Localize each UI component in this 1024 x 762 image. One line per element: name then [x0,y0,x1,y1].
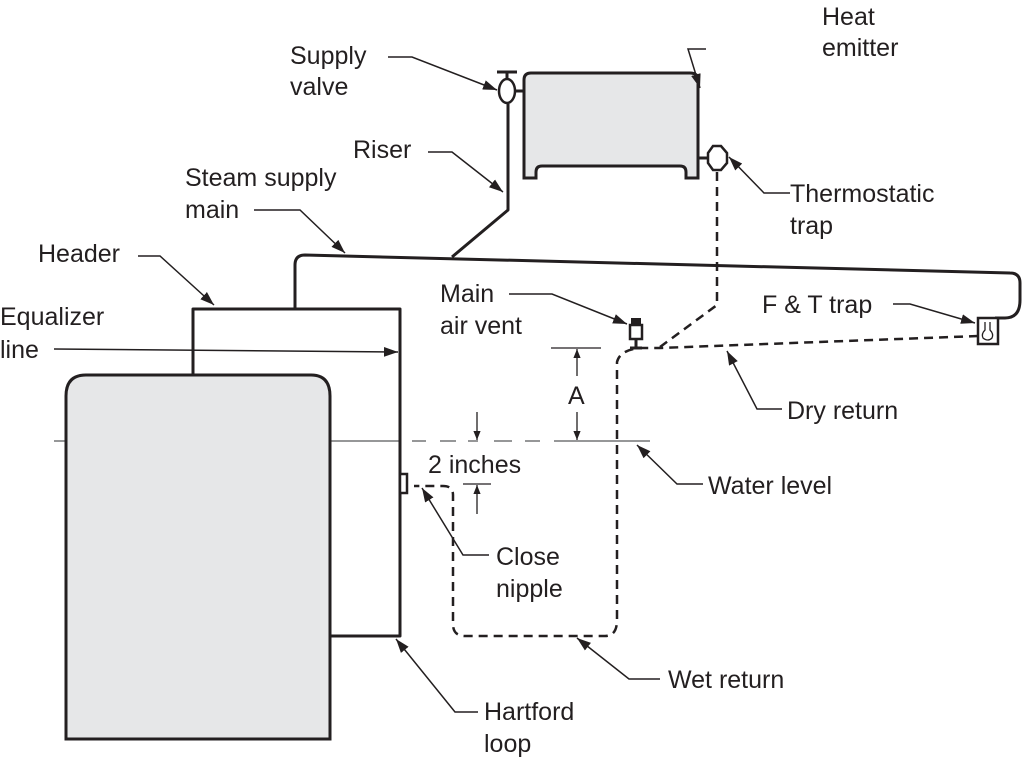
dry-return-pipe [414,334,979,638]
close-nipple-icon [398,472,409,495]
dry-return-from-emitter [659,172,719,349]
dimension-two-inches [463,412,491,514]
label-header: Header [38,240,120,268]
header-pipe [191,307,402,638]
label-water-level: Water level [708,472,832,500]
label-f-t-trap: F & T trap [762,291,872,319]
label-dimension-a: A [568,382,585,410]
label-two-inches: 2 inches [428,451,521,479]
radiator-icon [522,71,700,180]
air-vent-icon [628,318,644,350]
riser-pipe [451,104,510,259]
dimension-a [551,347,601,440]
float-thermostatic-trap-icon [976,316,1000,346]
label-wet-return: Wet return [668,666,784,694]
boiler-icon [64,373,332,741]
label-riser: Riser [353,136,411,164]
leader-lines [53,48,976,713]
valve-icon [497,70,524,105]
label-dry-return: Dry return [787,397,898,425]
thermostatic-trap-icon [698,144,729,172]
steam-supply-main-pipe [293,253,1022,320]
